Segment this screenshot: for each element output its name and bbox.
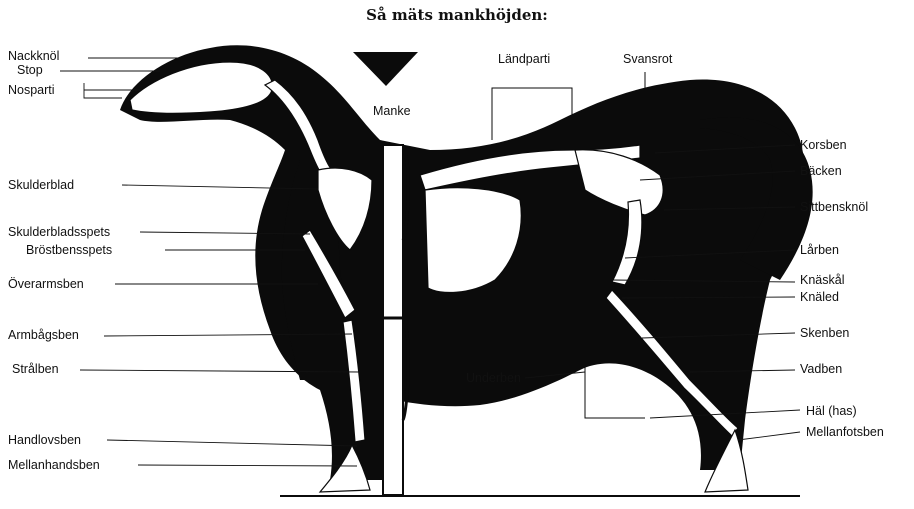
label-skenben: Skenben <box>800 326 849 340</box>
label-vadben: Vadben <box>800 362 842 376</box>
label-stop: Stop <box>17 63 43 77</box>
label-sittbensknol: Sittbensknöl <box>800 200 868 214</box>
label-larben: Lårben <box>800 243 839 257</box>
label-underben: Underben <box>466 371 521 385</box>
label-korsben: Korsben <box>800 138 847 152</box>
label-svansrot: Svansrot <box>623 52 672 66</box>
label-nackknol: Nackknöl <box>8 49 59 63</box>
diagram-title: Så mäts mankhöjden: <box>0 6 914 24</box>
label-brostbensspets: Bröstbensspets <box>26 243 112 257</box>
label-stralben: Strålben <box>12 362 59 376</box>
label-mellanhandsben: Mellanhandsben <box>8 458 100 472</box>
label-landparti: Ländparti <box>498 52 550 66</box>
skull <box>130 62 272 113</box>
label-knaskal: Knäskål <box>800 273 844 287</box>
label-skulderblad: Skulderblad <box>8 178 74 192</box>
label-mellanfotsben: Mellanfotsben <box>806 425 884 439</box>
label-skulderbladsspets: Skulderbladsspets <box>8 225 110 239</box>
label-hal: Häl (has) <box>806 404 857 418</box>
withers-arrow-icon <box>353 52 418 86</box>
label-armbagsben: Armbågsben <box>8 328 79 342</box>
label-manke: Manke <box>373 104 411 118</box>
label-nosparti: Nosparti <box>8 83 55 97</box>
label-backen: Bäcken <box>800 164 842 178</box>
label-handlovsben: Handlovsben <box>8 433 81 447</box>
label-overarmsben: Överarmsben <box>8 277 84 291</box>
label-knaled: Knäled <box>800 290 839 304</box>
